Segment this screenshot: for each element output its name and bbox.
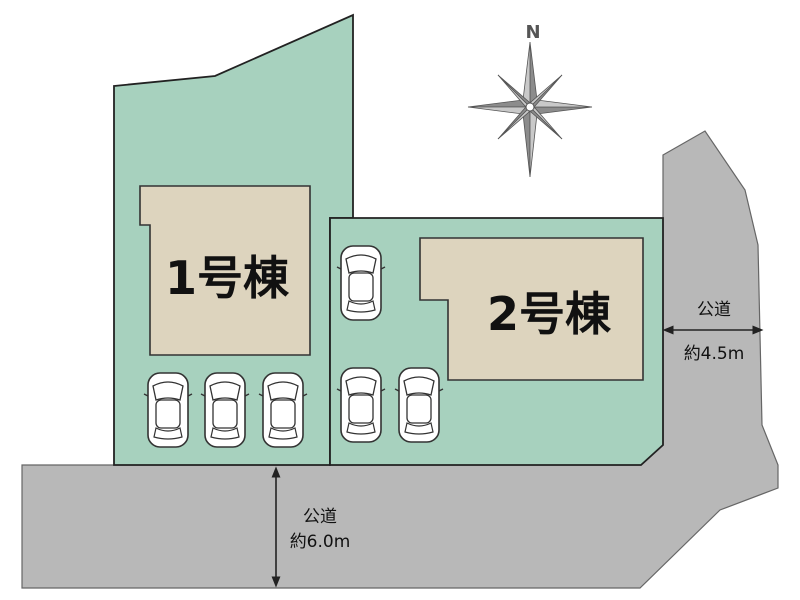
building-1-label: 1号棟 [165,251,290,305]
building-2 [419,237,644,381]
east-road-width: 約4.5m [684,344,745,364]
car-icon [336,367,386,443]
car-icon [394,367,444,443]
building-1 [139,185,311,356]
building-2-label: 2号棟 [487,287,612,341]
car-icon [200,372,250,448]
car-icon [258,372,308,448]
south-road-width: 約6.0m [290,532,351,552]
south-road-name: 公道 [303,507,337,527]
car-icon [336,245,386,321]
east-road-name: 公道 [697,300,731,320]
car-icon [143,372,193,448]
compass-north-label: N [525,22,540,43]
compass-rose-icon [467,41,593,178]
